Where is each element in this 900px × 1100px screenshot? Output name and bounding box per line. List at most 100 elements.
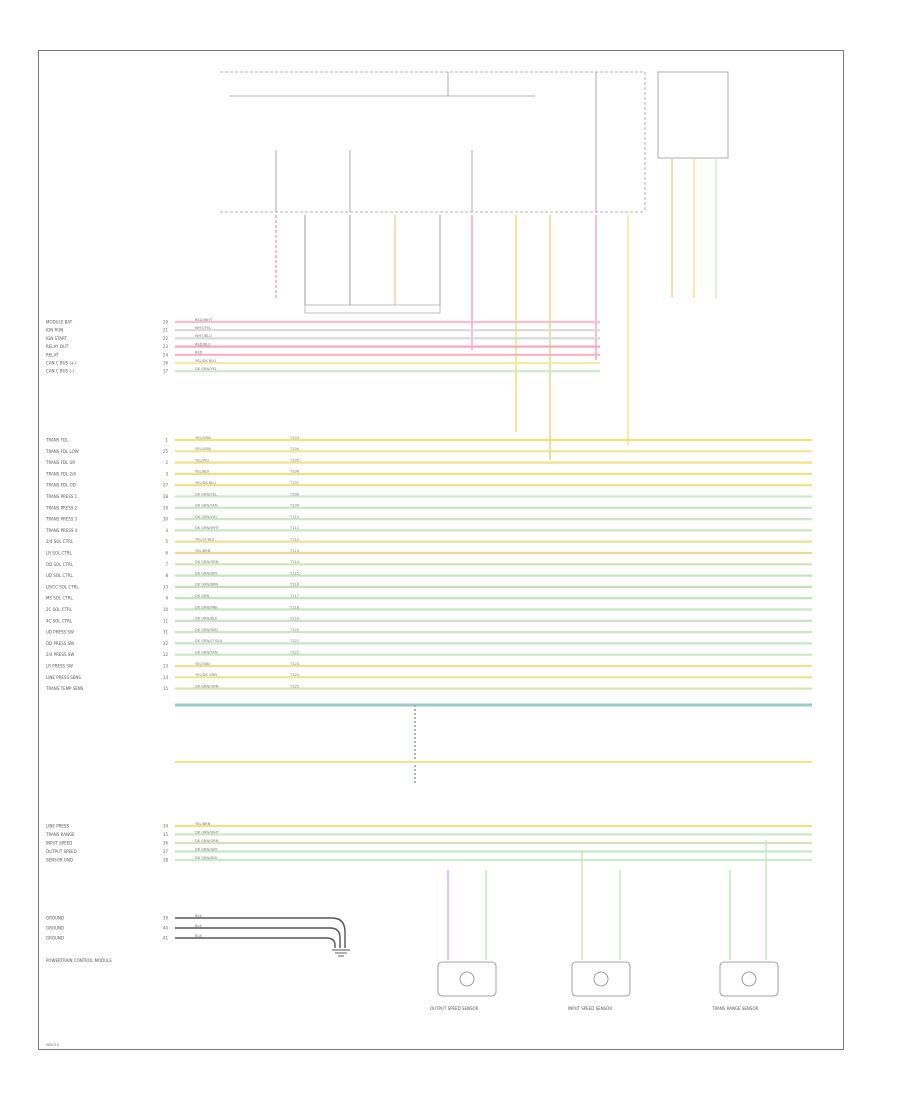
ground-label: GROUND: [46, 926, 64, 931]
row-label: TRANS PRESS 2: [45, 505, 78, 510]
pin-number: 16: [163, 361, 169, 366]
pin-number: 22: [163, 336, 169, 341]
wire-color: DK GRN/BLK: [195, 617, 218, 621]
sensor-label-range: TRANS RANGE SENSOR: [711, 1006, 759, 1011]
circuit-code: T111: [289, 526, 299, 530]
module-label: POWERTRAIN CONTROL MODULE: [46, 958, 112, 963]
row-label: 4C SOL CTRL: [46, 618, 73, 623]
sensor-label-input: INPUT SPEED SENSOR: [568, 1006, 612, 1011]
circuit-code: T110: [289, 515, 300, 519]
pin-number: 6: [165, 551, 168, 556]
pin-number: 10: [163, 607, 169, 612]
pin-number: 33: [163, 584, 169, 589]
wire-color: WHT/YEL: [195, 326, 211, 330]
wire-color: DK GRN/BRN: [195, 583, 218, 587]
row-label: 2C SOL CTRL: [46, 607, 73, 612]
row-label: UD SOL CTRL: [46, 573, 73, 578]
circuit-code: T107: [289, 481, 299, 485]
pin-number: 34: [163, 824, 169, 829]
wire-color: YEL/DK GRN: [195, 673, 217, 677]
wire-color: BLK: [195, 934, 202, 938]
wire-color: DK GRN/LT BLU: [195, 639, 223, 643]
wire-color: DK GRN/TAN: [195, 651, 218, 655]
pin-number: 25: [163, 449, 169, 454]
row-label: CAN C BUS (+): [46, 361, 76, 366]
pin-number: 13: [163, 664, 169, 669]
row-label: OUTPUT SPEED: [46, 849, 77, 854]
ignition-junction: [304, 304, 441, 314]
row-label: LR/CC SOL CTRL: [46, 584, 79, 589]
circuit-code: T120: [289, 628, 300, 632]
pin-number: 3: [165, 471, 168, 476]
row-label: INPUT SPEED: [46, 841, 72, 846]
pin-number: 2: [165, 460, 168, 465]
row-label: UD PRESS SW: [46, 630, 74, 635]
pin-number: 1: [165, 438, 168, 443]
circuit-code: T112: [289, 538, 299, 542]
wire-color: DK GRN/VIO: [195, 515, 217, 519]
row-label: OD PRESS SW: [46, 641, 74, 646]
circuit-code: T124: [289, 673, 300, 677]
pin-number: 20: [163, 320, 169, 325]
circuit-code: T114: [289, 560, 300, 564]
circuit-code: T118: [289, 605, 300, 609]
circuit-code: T106: [289, 470, 300, 474]
fuse-block: [220, 71, 646, 213]
pin-number: 30: [163, 517, 169, 522]
pin-number: 11: [163, 618, 169, 623]
row-label: TRANS TEMP SENS: [45, 686, 84, 691]
row-label: IGN START: [46, 336, 67, 341]
row-label: 2/4 SOL CTRL: [46, 539, 74, 544]
row-label: TRANS PRESS 4: [45, 528, 78, 533]
row-label: IGN RUN: [46, 328, 63, 333]
pin-number: 17: [163, 369, 169, 374]
wire-color: YEL/DK BLU: [195, 481, 216, 485]
pin-number: 23: [163, 344, 169, 349]
row-label: SENSOR GND: [46, 858, 73, 863]
circuit-code: T113: [289, 549, 299, 553]
ground-wires: [175, 917, 346, 948]
circuit-code: T109: [289, 504, 300, 508]
pin-number: 28: [163, 494, 169, 499]
row-label: OD SOL CTRL: [46, 562, 74, 567]
row-label: TRANS PRESS 3: [45, 517, 78, 522]
wire-color: YEL/DK BLU: [195, 359, 216, 363]
wire-color: BLK: [195, 924, 202, 928]
output-speed-sensor: [437, 961, 497, 997]
circuit-code: T121: [289, 639, 299, 643]
pin-number: 14: [163, 675, 169, 680]
pin-number: 41: [163, 936, 169, 941]
circuit-code: T125: [289, 684, 299, 688]
wire-color: YEL/VIO: [195, 458, 209, 462]
circuit-code: T108: [289, 492, 300, 496]
row-label: RELAY OUT: [46, 344, 69, 349]
row-label: TRANS FDL: [45, 438, 69, 443]
wire-color: DK GRN/RED: [195, 628, 218, 632]
pin-number: 24: [163, 352, 169, 357]
pin-number: 40: [163, 926, 169, 931]
row-label: LR SOL CTRL: [46, 551, 72, 556]
wire-color: YEL/TAN: [195, 662, 210, 666]
wire-color: YEL/BRN: [195, 822, 211, 826]
wire-color: DK GRN/GRY: [195, 847, 218, 851]
row-label: RELAY: [46, 352, 59, 357]
pin-number: 32: [163, 641, 169, 646]
wire-color: YEL/LT BLU: [195, 538, 215, 542]
pin-number: 21: [163, 328, 169, 333]
wire-color: DK GRN/WHT: [195, 830, 220, 834]
footer-code: WD010: [46, 1043, 60, 1047]
wire-color: YEL/BLK: [195, 470, 210, 474]
wire-color: DK GRN/ORN: [195, 839, 219, 843]
row-label: TRANS RANGE: [45, 832, 75, 837]
sensor-wires: [447, 840, 767, 960]
sensor-label-output: OUTPUT SPEED SENSOR: [430, 1006, 479, 1011]
input-speed-sensor: [571, 961, 631, 997]
row-label: MODULE BAT: [46, 320, 73, 325]
pin-number: 31: [163, 630, 169, 635]
row-label: CAN C BUS (-): [46, 369, 74, 374]
pin-number: 9: [165, 596, 168, 601]
